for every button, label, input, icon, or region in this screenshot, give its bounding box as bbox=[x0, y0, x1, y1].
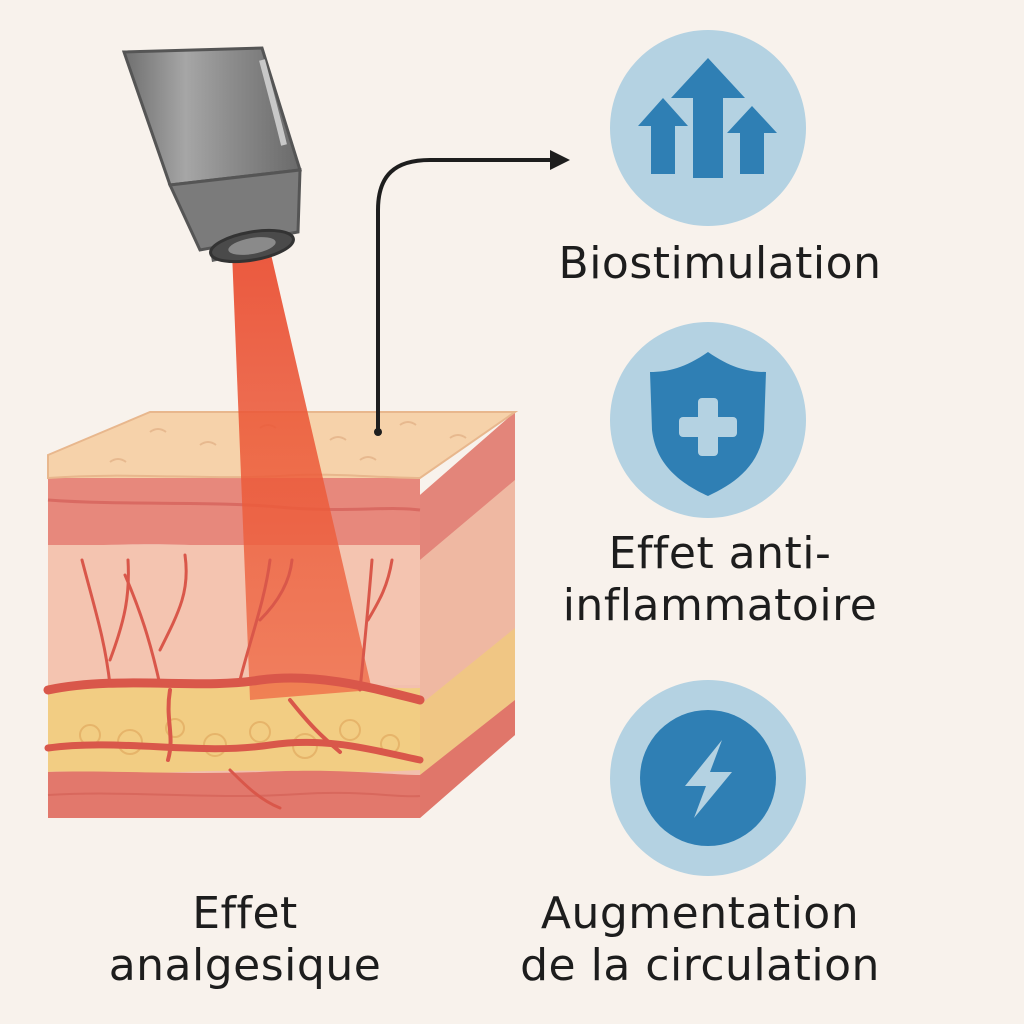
laser-handpiece bbox=[121, 46, 302, 264]
circulation-icon bbox=[610, 680, 806, 876]
shield-cross-icon bbox=[650, 352, 766, 496]
analgesic-label-line-1: Effet bbox=[192, 888, 298, 939]
skin-side-face bbox=[420, 412, 515, 818]
lightning-icon bbox=[685, 740, 732, 818]
skin-cross-section bbox=[43, 250, 519, 818]
analgesic-label-line-2: analgesique bbox=[108, 940, 382, 991]
anti-inflammatory-label: Effet anti- inflammatoire bbox=[530, 528, 910, 632]
circulation-label-line-1: Augmentation bbox=[540, 888, 860, 939]
connector-arrow bbox=[374, 150, 570, 436]
anti-inflammatory-label-line-1: Effet anti- bbox=[608, 528, 832, 579]
circulation-label: Augmentation de la circulation bbox=[490, 888, 910, 992]
laser-beam bbox=[232, 250, 372, 700]
analgesic-label: Effet analgesique bbox=[60, 888, 430, 992]
blood-vessels bbox=[43, 553, 425, 810]
biostimulation-icon bbox=[610, 30, 806, 226]
circulation-label-line-2: de la circulation bbox=[520, 940, 880, 991]
arrows-up-icon bbox=[638, 58, 777, 178]
anti-inflammatory-label-line-2: inflammatoire bbox=[562, 580, 878, 631]
anti-inflammatory-icon bbox=[610, 322, 806, 518]
biostimulation-label-line-1: Biostimulation bbox=[558, 238, 882, 289]
biostimulation-label: Biostimulation bbox=[530, 238, 910, 290]
